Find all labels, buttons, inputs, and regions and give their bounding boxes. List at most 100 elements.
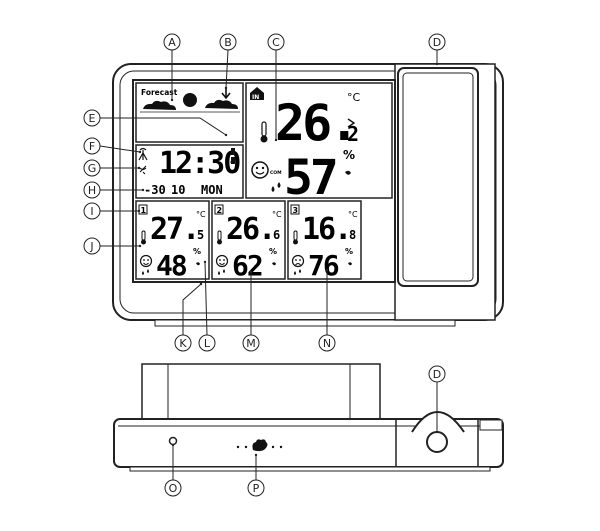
- side-foot: [129, 466, 491, 472]
- callout-letter: G: [88, 162, 97, 175]
- indoor-panel: IN 26. °C 2 COM 57 %: [245, 82, 393, 206]
- weekday: MON: [201, 183, 223, 197]
- device-foot: [154, 319, 456, 327]
- sun-icon: [183, 93, 197, 107]
- channel-humidity-unit: %: [193, 247, 201, 256]
- humidity-drop-icon: [142, 269, 149, 275]
- channel-temperature-decimal: 5: [197, 228, 204, 242]
- thermometer-icon: [141, 230, 146, 245]
- callout-B: B: [219, 33, 237, 90]
- radio-signal-icon: [138, 147, 148, 161]
- cloud-icon: [143, 100, 176, 110]
- callout-H: H: [83, 181, 145, 199]
- clock-panel: 12:30 -30 10 MON: [135, 144, 244, 199]
- humidity-drop-icon: [271, 182, 281, 192]
- channel-temperature-decimal: 8: [349, 228, 356, 242]
- callout-A: A: [163, 33, 181, 102]
- callout-E: E: [83, 109, 228, 137]
- indoor-humidity-unit: %: [343, 148, 355, 162]
- channel-badge: 2: [217, 206, 223, 215]
- callout-P: P: [247, 453, 265, 497]
- cloud-icon: [205, 99, 238, 109]
- humidity-drop-icon: [218, 269, 225, 275]
- channel-humidity: 48: [156, 249, 187, 282]
- channel-humidity-unit: %: [345, 247, 353, 256]
- projector-arch: [411, 411, 465, 433]
- trend-leaf-icon: [345, 170, 351, 175]
- trend-leaf-icon: [348, 262, 352, 266]
- callout-N: N: [318, 268, 336, 352]
- callout-letter: D: [433, 36, 441, 49]
- callout-letter: J: [89, 240, 93, 253]
- callout-F: F: [83, 137, 142, 155]
- channel-temperature-unit: °C: [196, 210, 206, 219]
- comfort-smiley-icon: [139, 254, 153, 268]
- battery-icon: [231, 148, 235, 164]
- humidity-drop-icon: [294, 269, 301, 275]
- alarm-icon: [139, 165, 147, 175]
- channel-temperature: 16.: [302, 212, 350, 247]
- comfort-label: COM: [270, 170, 282, 176]
- channel-badge-box: [290, 204, 300, 215]
- indoor-badge: IN: [252, 94, 259, 101]
- device-body-inner: [119, 70, 497, 314]
- projector-lens-housing: [395, 419, 479, 466]
- channel-badge: 3: [293, 206, 299, 215]
- callout-letter: M: [246, 337, 256, 350]
- indoor-temperature-decimal: 2: [347, 122, 359, 146]
- comfort-sad-icon: [291, 254, 305, 268]
- indoor-temperature: 26.: [275, 94, 356, 152]
- thermometer-icon: [260, 121, 268, 143]
- light-sensor-icon: [236, 439, 283, 452]
- callout-letter: B: [224, 36, 232, 49]
- callout-letter: N: [323, 337, 331, 350]
- callout-D: D: [428, 365, 446, 434]
- projector-lens-icon: [426, 431, 448, 453]
- callout-C: C: [267, 33, 285, 142]
- channel-temperature: 27.: [150, 212, 198, 247]
- channel-temperature: 26.: [226, 212, 274, 247]
- callout-letter: L: [204, 337, 211, 350]
- callout-letter: H: [88, 184, 96, 197]
- channel-humidity-unit: %: [269, 247, 277, 256]
- channel-temperature-unit: °C: [348, 210, 358, 219]
- projector-housing: [394, 63, 496, 321]
- callout-letter: C: [272, 36, 280, 49]
- trend-leaf-icon: [196, 262, 200, 266]
- trend-arrow-icon: [347, 118, 356, 128]
- front-view: Forecast IN 26. °C: [112, 63, 504, 327]
- indoor-temperature-unit: °C: [347, 91, 361, 104]
- callout-I: I: [83, 202, 141, 220]
- callout-J: J: [83, 237, 142, 255]
- power-jack-icon: [168, 436, 178, 446]
- callout-letter: A: [168, 36, 176, 49]
- callout-letter: I: [90, 205, 93, 218]
- callout-D: D: [428, 33, 446, 66]
- channel-panel-3: 316.°C 8 76%: [287, 200, 362, 282]
- channel-badge-box: [214, 204, 224, 215]
- indoor-humidity: 57: [284, 150, 336, 206]
- clock-time: 12:30: [159, 146, 240, 181]
- side-view: [113, 363, 504, 472]
- channel-temperature-unit: °C: [272, 210, 282, 219]
- callout-K: K: [174, 282, 203, 352]
- callout-M: M: [242, 270, 260, 352]
- date-day: -30: [144, 183, 166, 197]
- top-block: [141, 363, 381, 420]
- forecast-label: Forecast: [141, 88, 178, 97]
- trend-leaf-icon: [272, 262, 276, 266]
- callout-letter: P: [253, 482, 260, 495]
- channel-panel-1: 127.°C 5 48%: [135, 200, 210, 282]
- thermometer-icon: [217, 230, 222, 245]
- thermometer-icon: [293, 230, 298, 245]
- callout-letter: E: [89, 112, 96, 125]
- channel-humidity: 62: [232, 249, 262, 282]
- callout-letter: F: [89, 140, 95, 153]
- callout-letter: K: [179, 337, 187, 350]
- channel-badge: 1: [141, 206, 147, 215]
- comfort-smiley-icon: [251, 161, 269, 179]
- channel-humidity: 76: [308, 249, 339, 282]
